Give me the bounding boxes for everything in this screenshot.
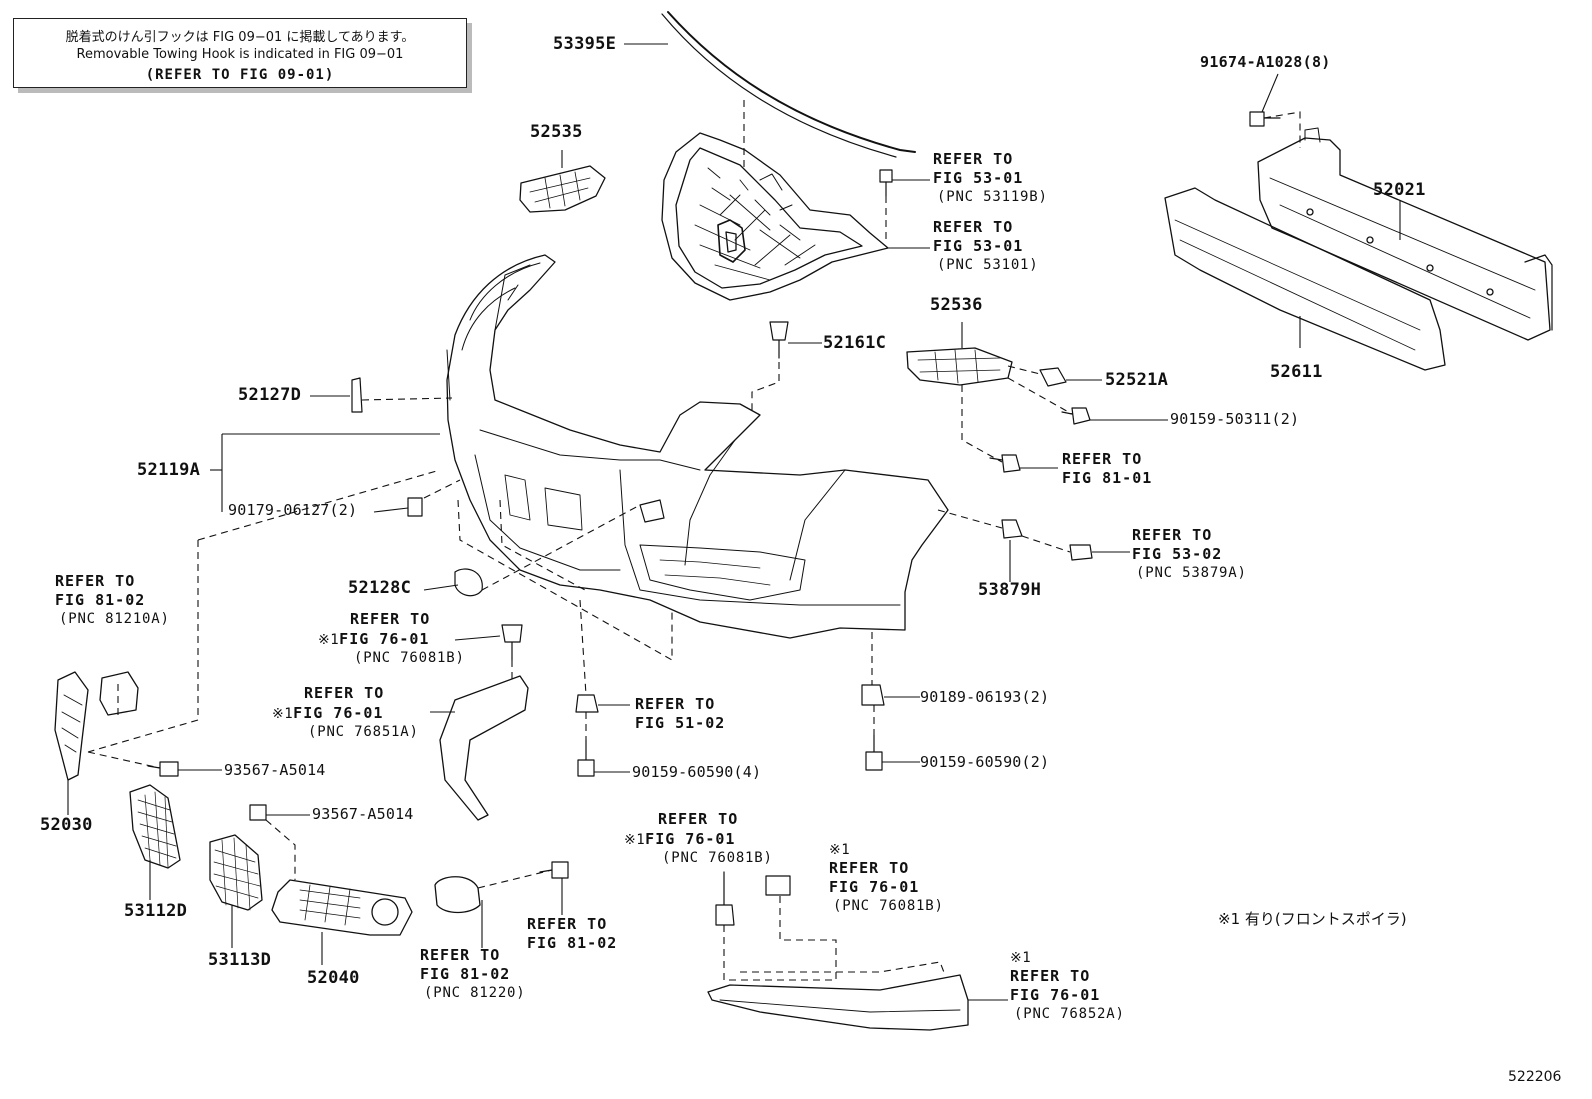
part-number-52119a: 52119A <box>137 460 201 480</box>
refer-fig-81-02: REFER TO FIG 81-02 <box>527 915 618 952</box>
refer-53879a: REFER TO FIG 53-02 (PNC 53879A) <box>1132 526 1247 581</box>
side-spoiler-part <box>439 675 529 821</box>
part-number-90179-06127: 90179-06127(2) <box>228 501 358 519</box>
part-number-93567-a5014-upper: 93567-A5014 <box>224 761 326 779</box>
fog-lamp-right-part <box>434 876 481 914</box>
part-number-53879h: 53879H <box>978 580 1042 600</box>
refer-76852a: ※1 REFER TO FIG 76-01 (PNC 76852A) <box>1010 950 1125 1022</box>
refer-76081b-middle: REFER TO ※1FIG 76-01 (PNC 76081B) <box>624 810 773 866</box>
bracket-right-part <box>906 347 1013 386</box>
energy-absorber-part <box>1164 187 1446 371</box>
notice-japanese: 脱着式のけん引フックは FIG 09−01 に掲載してあります。 <box>65 30 415 45</box>
radiator-grille-part <box>661 132 889 301</box>
refer-76081b-upper: REFER TO ※1FIG 76-01 (PNC 76081B) <box>318 610 465 666</box>
fasteners <box>147 111 1281 926</box>
part-number-52128c: 52128C <box>348 578 412 598</box>
notice-reference: (REFER TO FIG 09-01) <box>145 67 335 83</box>
dashed-lines <box>87 100 1301 981</box>
refer-76851a: REFER TO ※1FIG 76-01 (PNC 76851A) <box>272 684 419 740</box>
refer-81210a: REFER TO FIG 81-02 (PNC 81210A) <box>55 572 170 627</box>
part-number-90159-60590-qty2: 90159-60590(2) <box>920 753 1050 771</box>
part-number-52161c: 52161C <box>823 333 887 353</box>
part-number-52536: 52536 <box>930 295 983 315</box>
bumper-reinforcement-part <box>1257 127 1553 341</box>
part-number-52535: 52535 <box>530 122 583 142</box>
part-number-52030: 52030 <box>40 815 93 835</box>
notice-box: 脱着式のけん引フックは FIG 09−01 に掲載してあります。 Removab… <box>13 18 467 88</box>
upper-molding-part <box>667 11 916 153</box>
part-number-52521a: 52521A <box>1105 370 1169 390</box>
bumper-cover-part <box>446 254 949 639</box>
part-number-52611: 52611 <box>1270 362 1323 382</box>
side-bracket-part <box>54 671 89 781</box>
front-spoiler-part <box>707 974 969 1031</box>
part-number-91674-a1028: 91674-A1028(8) <box>1200 53 1331 71</box>
mesh-grille-right-part <box>209 834 263 911</box>
mesh-grille-left-part <box>129 784 181 869</box>
part-number-53112d: 53112D <box>124 901 188 921</box>
bracket-left-part <box>519 165 606 213</box>
refer-76081b-right: ※1 REFER TO FIG 76-01 (PNC 76081B) <box>829 842 944 914</box>
part-number-52127d: 52127D <box>238 385 302 405</box>
part-number-90159-60590-qty4: 90159-60590(4) <box>632 763 762 781</box>
refer-53101: REFER TO FIG 53-01 (PNC 53101) <box>933 218 1039 273</box>
part-number-90189-06193: 90189-06193(2) <box>920 688 1050 706</box>
refer-53119b: REFER TO FIG 53-01 (PNC 53119B) <box>933 150 1048 205</box>
figure-code: 522206 <box>1508 1069 1562 1085</box>
refer-81220: REFER TO FIG 81-02 (PNC 81220) <box>420 946 526 1001</box>
part-number-90159-50311: 90159-50311(2) <box>1170 410 1300 428</box>
fog-lamp-cover-part <box>271 879 413 936</box>
refer-fig-51-02: REFER TO FIG 51-02 <box>635 695 726 732</box>
footnote: ※1 有り(フロントスポイラ) <box>1218 910 1407 928</box>
part-number-93567-a5014-lower: 93567-A5014 <box>312 805 414 823</box>
notice-english: Removable Towing Hook is indicated in FI… <box>76 47 404 62</box>
leader-lines <box>67 43 1401 1001</box>
part-number-53113d: 53113D <box>208 950 272 970</box>
part-number-52021: 52021 <box>1373 180 1426 200</box>
part-number-52040: 52040 <box>307 968 360 988</box>
part-number-53395e: 53395E <box>553 34 617 54</box>
refer-fig-81-01: REFER TO FIG 81-01 <box>1062 450 1153 487</box>
fog-lamp-left-part <box>99 671 139 716</box>
